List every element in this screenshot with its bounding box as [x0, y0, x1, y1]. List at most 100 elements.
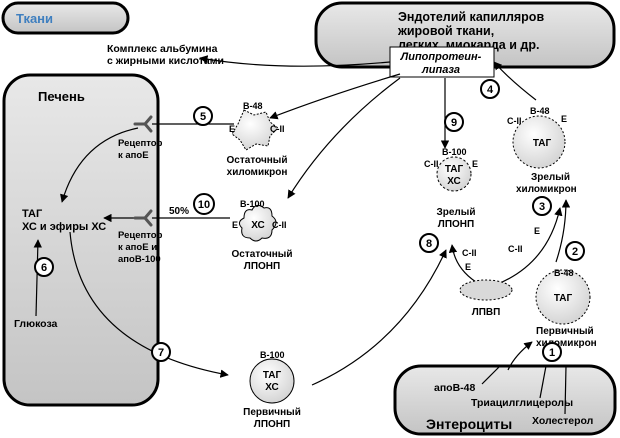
svg-text:Липопротеин-: Липопротеин- [400, 51, 482, 63]
svg-text:ТАГ: ТАГ [533, 138, 552, 149]
step-1: 1 [542, 342, 562, 362]
liver-contents: ТАГ ХС и эфиры ХС Глюкоза [14, 208, 106, 330]
arrow-glucose-to-liver [33, 239, 42, 317]
liver-tag-label: ТАГ [22, 208, 43, 220]
svg-text:ТАГ: ТАГ [445, 164, 464, 175]
svg-text:B-48: B-48 [554, 268, 574, 278]
step-7: 7 [151, 342, 171, 362]
svg-text:апоB-100: апоB-100 [118, 254, 161, 265]
svg-text:9: 9 [451, 117, 457, 129]
arrow-primary-to-mature-chylomicron [555, 199, 571, 263]
step-4: 4 [480, 79, 500, 99]
svg-text:B-100: B-100 [442, 147, 467, 157]
pathway-arrows [33, 55, 571, 386]
svg-text:к апоE и: к апоE и [118, 242, 157, 253]
endothelium-line-1: Эндотелий капилляров [398, 10, 544, 24]
liver-box: Печень [2, 73, 160, 407]
svg-text:E: E [465, 262, 471, 272]
step-9: 9 [444, 112, 464, 132]
svg-text:ЛПОНП: ЛПОНП [438, 219, 474, 230]
svg-text:B-100: B-100 [240, 199, 265, 209]
svg-text:B-48: B-48 [243, 101, 263, 111]
svg-text:хиломикрон: хиломикрон [536, 338, 597, 349]
glucose-label: Глюкоза [14, 318, 58, 330]
svg-text:Рецептор: Рецептор [118, 230, 163, 241]
arrow-hdl-to-mature-chylomicron [499, 207, 563, 284]
endothelium-line-2: жировой ткани, [397, 24, 494, 38]
svg-text:Рецептор: Рецептор [118, 138, 163, 149]
step-6: 6 [34, 257, 54, 277]
enterocytes-box: Энтероциты [393, 364, 617, 436]
svg-text:ТАГ: ТАГ [554, 293, 573, 304]
lipoprotein-lipase-label: Липопротеин- липаза [389, 46, 495, 78]
arrow-receptor-to-liver [60, 127, 139, 203]
svg-text:5: 5 [200, 111, 206, 123]
step-10: 10 [193, 193, 215, 215]
enterocyte-contents: апоB-48 Триацилглицеролы Холестерол [434, 365, 593, 427]
svg-text:C-II: C-II [462, 248, 477, 258]
triacylglycerols-label: Триацилглицеролы [471, 397, 573, 409]
svg-text:E: E [232, 220, 238, 230]
svg-text:E: E [561, 114, 567, 124]
svg-text:ХС: ХС [265, 382, 279, 393]
primary-chylomicron: B-48 ТАГ Первичный хиломикрон [535, 268, 597, 349]
svg-text:хиломикрон: хиломикрон [227, 167, 288, 178]
step-8: 8 [419, 233, 439, 253]
svg-text:ЛПОНП: ЛПОНП [244, 261, 280, 272]
svg-text:B-100: B-100 [260, 350, 285, 360]
arrow-enterocyte-to-primary-chylomicron [507, 341, 533, 371]
arrow-hdl-to-mature-vldl [448, 244, 477, 283]
svg-text:ХС: ХС [251, 220, 265, 231]
svg-text:E: E [472, 159, 478, 169]
receptor-apoE-apoB100-icon [133, 209, 153, 227]
svg-text:Первичный: Первичный [536, 326, 594, 337]
svg-text:с жирными кислотами: с жирными кислотами [107, 55, 224, 67]
svg-text:7: 7 [158, 347, 164, 359]
tissues-label: Ткани [16, 11, 53, 26]
svg-text:C-II: C-II [272, 220, 287, 230]
receptor-apoE-label: Рецептор к апоE [118, 138, 163, 161]
svg-text:4: 4 [487, 84, 494, 96]
svg-text:2: 2 [572, 246, 578, 258]
step-3: 3 [532, 196, 552, 216]
receptor-apoE-icon [133, 115, 153, 133]
svg-text:E: E [229, 124, 235, 134]
svg-text:Зрелый: Зрелый [531, 172, 570, 183]
albumin-complex-label: Комплекс альбумина с жирными кислотами [107, 43, 224, 67]
svg-text:Комплекс альбумина: Комплекс альбумина [107, 43, 218, 55]
svg-text:Зрелый: Зрелый [437, 207, 476, 218]
svg-text:C-II: C-II [424, 159, 439, 169]
tissues-box: Ткани [1, 1, 130, 35]
svg-text:хиломикрон: хиломикрон [516, 184, 577, 195]
svg-text:к апоE: к апоE [118, 150, 149, 161]
remnant-vldl: ХС B-100 E C-II Остаточный ЛПОНП [232, 199, 293, 272]
hdl-particle: C-II E C-II E ЛПВП [459, 226, 540, 318]
step-5: 5 [193, 106, 213, 126]
cholesterol-label: Холестерол [532, 415, 593, 427]
svg-text:ЛПОНП: ЛПОНП [254, 419, 290, 430]
svg-text:10: 10 [198, 199, 210, 211]
liver-label: Печень [38, 89, 85, 104]
svg-text:Остаточный: Остаточный [232, 249, 293, 260]
svg-text:липаза: липаза [421, 64, 460, 76]
arrow-mature-chylomicron-to-lpl [493, 61, 537, 101]
svg-text:E: E [534, 226, 540, 236]
mature-chylomicron: B-48 C-II E ТАГ Зрелый хиломикрон [507, 106, 577, 195]
liver-cholesterol-label: ХС и эфиры ХС [22, 221, 106, 233]
step-markers: 1 2 3 4 5 6 7 8 9 10 [34, 79, 585, 362]
mature-vldl: B-100 C-II E ТАГ ХС Зрелый ЛПОНП [424, 147, 478, 230]
svg-text:6: 6 [41, 262, 47, 274]
svg-text:B-48: B-48 [530, 106, 550, 116]
enterocytes-label: Энтероциты [426, 416, 512, 432]
svg-text:ХС: ХС [447, 176, 461, 187]
receptor-apoE-apoB100-label: Рецептор к апоE и апоB-100 [118, 230, 163, 265]
svg-text:C-II: C-II [508, 244, 523, 254]
svg-text:1: 1 [549, 347, 555, 359]
svg-text:3: 3 [539, 201, 545, 213]
percent-label: 50% [169, 206, 189, 217]
arrow-lpl-to-remnant-vldl [287, 77, 401, 199]
arrow-primary-vldl-to-mature [311, 249, 447, 386]
svg-text:ТАГ: ТАГ [263, 370, 282, 381]
svg-text:Первичный: Первичный [243, 407, 301, 418]
